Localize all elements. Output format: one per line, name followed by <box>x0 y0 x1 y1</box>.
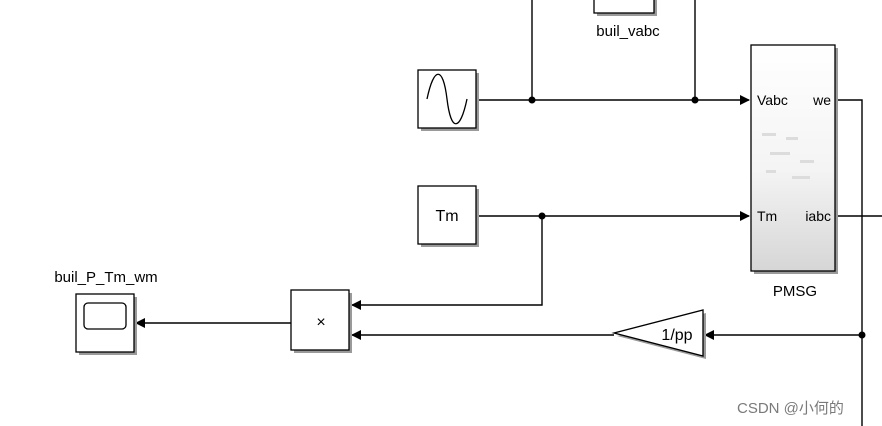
gain-text: 1/pp <box>661 327 692 344</box>
pmsg-label: PMSG <box>773 283 817 300</box>
scope-vabc-label: buil_vabc <box>596 23 660 40</box>
scope-screen-icon <box>83 302 127 330</box>
multiply-icon: × <box>316 314 325 331</box>
pmsg-output-we: we <box>812 92 831 108</box>
scope-ptmwm-label: buil_P_Tm_wm <box>54 269 157 286</box>
wire-we-output <box>836 99 863 426</box>
tm-constant-text: Tm <box>435 208 458 225</box>
wires <box>135 0 882 426</box>
pmsg-input-tm: Tm <box>757 208 777 224</box>
pmsg-block[interactable]: Vabc Tm we iabc PMSG <box>750 44 838 300</box>
product-block[interactable]: × <box>290 289 352 353</box>
watermark-text: CSDN @小何的 <box>737 400 844 417</box>
wire-tm-to-product <box>351 216 543 310</box>
junction-dot <box>691 96 699 104</box>
sine-source-block[interactable] <box>417 69 479 131</box>
scope-block-vabc[interactable]: buil_vabc <box>593 0 660 40</box>
pmsg-output-iabc: iabc <box>805 208 831 224</box>
gain-block[interactable]: 1/pp <box>611 309 706 359</box>
scope-block-ptmwm[interactable]: buil_P_Tm_wm <box>54 269 158 355</box>
tm-constant-block[interactable]: Tm <box>417 185 479 247</box>
junction-dot <box>528 96 536 104</box>
sine-wave-icon <box>426 73 468 125</box>
pmsg-inner-content <box>762 133 814 179</box>
pmsg-input-vabc: Vabc <box>757 92 788 108</box>
